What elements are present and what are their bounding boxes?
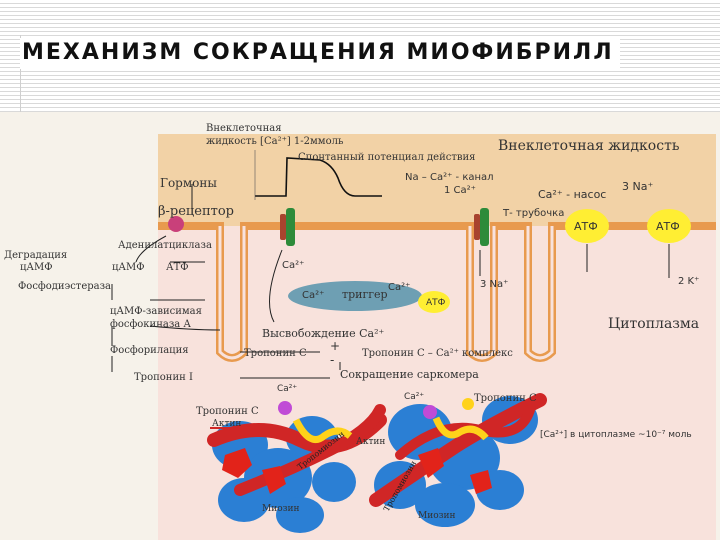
label-myosin-2: Миозин (418, 511, 456, 521)
label-release-ca: Высвобождение Ca²⁺ (262, 327, 385, 340)
label-actin-1: Актин (212, 419, 241, 429)
label-plus: + (330, 339, 340, 353)
label-actin-2: Актин (356, 437, 385, 447)
label-k2: 2 K⁺ (678, 276, 699, 287)
label-camp-left: цАМФ (20, 262, 53, 273)
extracellular-region (158, 134, 716, 226)
myofibril-contraction-diagram: Внеклеточная жидкость [Ca²⁺] 1-2ммоль Сп… (0, 112, 720, 540)
label-troponin-i: Тропонин I (134, 372, 193, 383)
label-camp-mid: цАМФ (112, 262, 145, 273)
label-ca-trigger-right: Ca²⁺ (388, 282, 410, 293)
label-myosin-1: Миозин (262, 504, 300, 514)
label-t-tubule: Т- трубочка (502, 208, 564, 219)
ca-channel-1 (280, 208, 295, 246)
label-ca-trigger-left: Ca²⁺ (302, 290, 324, 301)
label-troponin-c-2: Тропонин С (196, 406, 259, 417)
label-troponin-complex: Тропонин С – Ca²⁺ комплекс (362, 348, 513, 359)
label-ca-pump: Ca²⁺ - насос (538, 188, 606, 201)
atp-pump-2 (647, 209, 691, 243)
label-extracellular-conc2: жидкость [Ca²⁺] 1-2ммоль (206, 136, 344, 147)
action-potential-trace (255, 157, 382, 197)
pathway-arrows (111, 184, 670, 379)
sr-pump (418, 291, 450, 313)
label-kinase1: цАМФ-зависимая (110, 306, 202, 317)
label-action-potential: Спонтанный потенциал действия (298, 152, 476, 163)
label-minus: - (330, 353, 334, 367)
na-ca-channel-2 (474, 208, 489, 246)
label-atf-mid: АТФ (166, 262, 189, 273)
label-phosphorylation: Фосфорилация (110, 345, 189, 356)
label-atf-pump1: АТФ (574, 220, 598, 233)
label-receptor: β-рецептор (158, 204, 234, 219)
slide-title: МЕХАНИЗМ СОКРАЩЕНИЯ МИОФИБРИЛЛ (20, 38, 620, 69)
label-extracellular-conc: Внеклеточная (206, 123, 282, 134)
atp-pump-1 (565, 209, 609, 243)
label-troponin-c-1: Тропонин С (244, 348, 307, 359)
label-na3-bottom: 3 Na⁺ (480, 279, 508, 290)
label-na-ca-exchange1: Na – Ca²⁺ - канал (405, 172, 494, 183)
sarcomere-right (369, 393, 547, 527)
beta-receptor (168, 216, 184, 232)
label-ca-small-2: Ca²⁺ (404, 392, 424, 402)
label-na3-top: 3 Na⁺ (622, 180, 653, 193)
sarcomere-left (207, 401, 387, 533)
label-degradation: Деградация (4, 250, 67, 261)
label-atf-trigger: АТФ (426, 298, 446, 308)
label-ca-small-1: Ca²⁺ (277, 384, 297, 394)
label-ca-in-1: Ca²⁺ (282, 260, 304, 271)
label-hormones: Гормоны (160, 176, 217, 190)
label-kinase2: фосфокиназа А (110, 319, 191, 330)
sarcoplasmic-reticulum (288, 281, 422, 311)
label-atf-pump2: АТФ (656, 220, 680, 233)
label-cyto-conc: [Ca²⁺] в цитоплазме ~10⁻⁷ моль (540, 430, 692, 440)
label-na-ca-exchange2: 1 Ca²⁺ (444, 185, 476, 196)
label-cytoplasm: Цитоплазма (608, 316, 699, 332)
label-adenylate-cyclase: Аденилатциклаза (118, 240, 212, 251)
label-phosphodiesterase: Фосфодиэстераза (18, 281, 111, 292)
label-sarcomere-contraction: Сокращение саркомера (340, 368, 479, 381)
label-trigger: триггер (342, 288, 388, 301)
label-troponin-c-3: Тропонин С (474, 393, 537, 404)
label-extracellular-fluid: Внеклеточная жидкость (498, 138, 680, 154)
